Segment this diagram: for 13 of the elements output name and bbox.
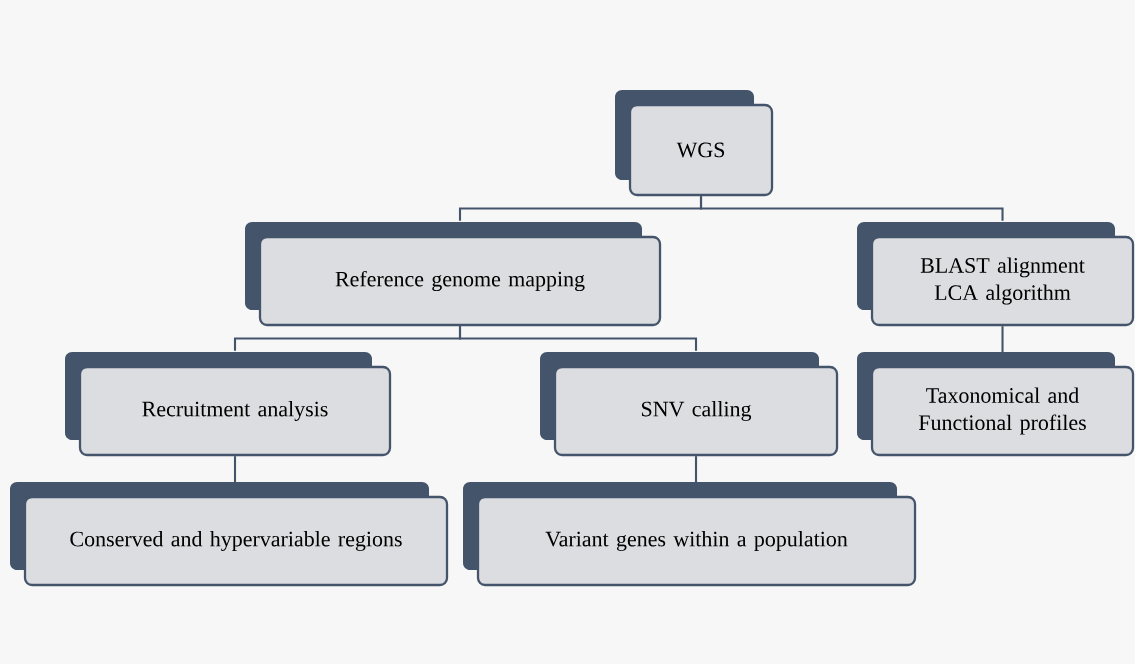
process-box: BLAST alignment LCA algorithm <box>857 222 1135 327</box>
process-box: SNV calling <box>540 352 839 457</box>
process-box: Variant genes within a population <box>463 482 917 587</box>
process-box: Conserved and hypervariable regions <box>10 482 449 587</box>
process-box: Taxonomical and Functional profiles <box>857 352 1135 457</box>
connector-line <box>233 456 237 484</box>
connector-line <box>1001 326 1004 354</box>
connector-line <box>694 456 698 484</box>
connector-line <box>699 196 1004 221</box>
process-box: WGS <box>615 90 774 197</box>
process-box: Reference genome mapping <box>245 222 662 327</box>
process-box: Recruitment analysis <box>65 352 392 457</box>
connector-line <box>458 326 698 351</box>
